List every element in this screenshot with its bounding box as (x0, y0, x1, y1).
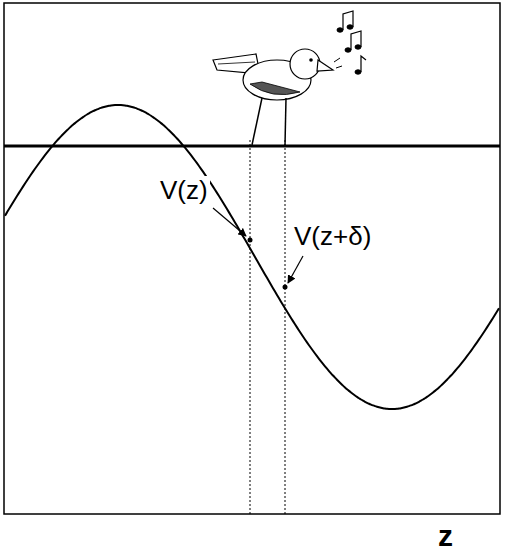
value-label: V(z) (158, 176, 210, 204)
bird-tail-line (218, 62, 255, 64)
note-stem (361, 56, 366, 72)
frame (4, 3, 500, 514)
curve-point (283, 285, 288, 290)
music-notes (334, 11, 366, 74)
note-head (347, 25, 353, 29)
note-stem (351, 31, 361, 50)
sine-wave (5, 105, 499, 409)
bird-leg (252, 98, 262, 145)
axis-label: z (436, 520, 455, 552)
wave-group (5, 105, 499, 409)
note-head (337, 28, 343, 32)
bird-eye (309, 58, 313, 62)
dotted-line (250, 140, 251, 514)
dotted-line (285, 140, 286, 514)
bird-wing (250, 82, 300, 95)
note-head (355, 70, 361, 74)
bird-leg (285, 98, 286, 145)
note-stem (343, 11, 353, 30)
bird-beak (317, 60, 333, 71)
note-head (345, 48, 351, 52)
bird-head (290, 49, 320, 79)
bird (213, 49, 333, 145)
value-label: V(z+δ) (292, 222, 373, 250)
sound-lines (334, 58, 342, 68)
curve-point (248, 238, 253, 243)
note-head (355, 45, 361, 49)
leader-arrow (288, 256, 303, 283)
leader-arrow (213, 208, 246, 236)
